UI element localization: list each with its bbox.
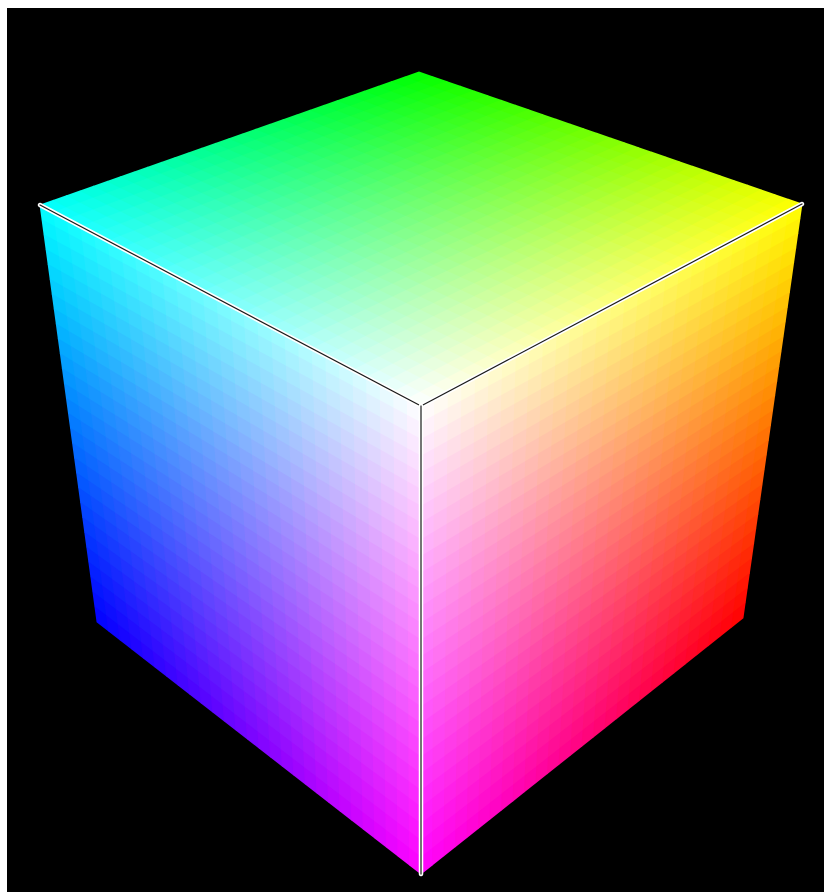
figure-background [7, 8, 824, 892]
rgb-color-cube [7, 8, 824, 892]
